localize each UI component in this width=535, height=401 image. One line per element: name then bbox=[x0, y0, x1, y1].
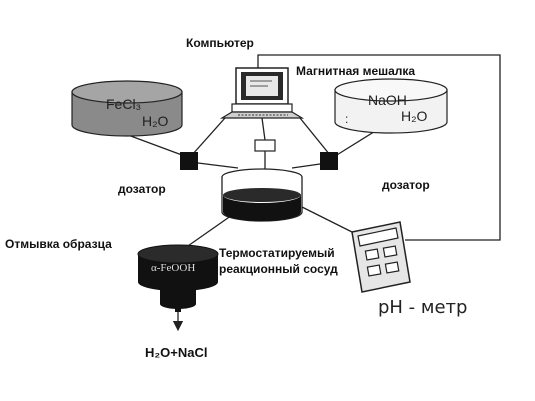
computer-label: Компьютер bbox=[186, 36, 254, 50]
magnetic-stirrer-label: Магнитная мешалка bbox=[296, 64, 416, 78]
fecl3-formula: FeCl₃ bbox=[106, 96, 142, 112]
vessel-label-line1: Термостатируемый bbox=[219, 246, 335, 260]
ph-meter-device bbox=[351, 221, 411, 293]
output-label: H₂O+NaCl bbox=[145, 345, 208, 360]
dispenser-left-label: дозатор bbox=[118, 182, 166, 196]
naoh-formula: NaOH bbox=[368, 92, 407, 108]
reaction-vessel bbox=[221, 168, 303, 222]
magnetic-stirrer-box bbox=[254, 139, 276, 152]
dispenser-right-label: дозатор bbox=[382, 178, 430, 192]
washing-filter bbox=[137, 244, 219, 312]
fecl3-water: H₂O bbox=[142, 113, 169, 129]
naoh-marker: : bbox=[345, 112, 349, 126]
feooh-formula: α-FeOOH bbox=[151, 262, 196, 274]
sample-washing-label: Отмывка образца bbox=[5, 237, 112, 251]
tank-naoh bbox=[334, 78, 448, 134]
dispenser-right-box bbox=[320, 152, 338, 170]
dispenser-left-box bbox=[180, 152, 198, 170]
naoh-water: H₂O bbox=[401, 108, 428, 124]
computer-icon bbox=[219, 67, 305, 119]
vessel-label-line2: реакционный сосуд bbox=[219, 262, 338, 276]
ph-meter-label: pH - метр bbox=[378, 297, 468, 318]
tank-fecl3 bbox=[71, 80, 183, 137]
